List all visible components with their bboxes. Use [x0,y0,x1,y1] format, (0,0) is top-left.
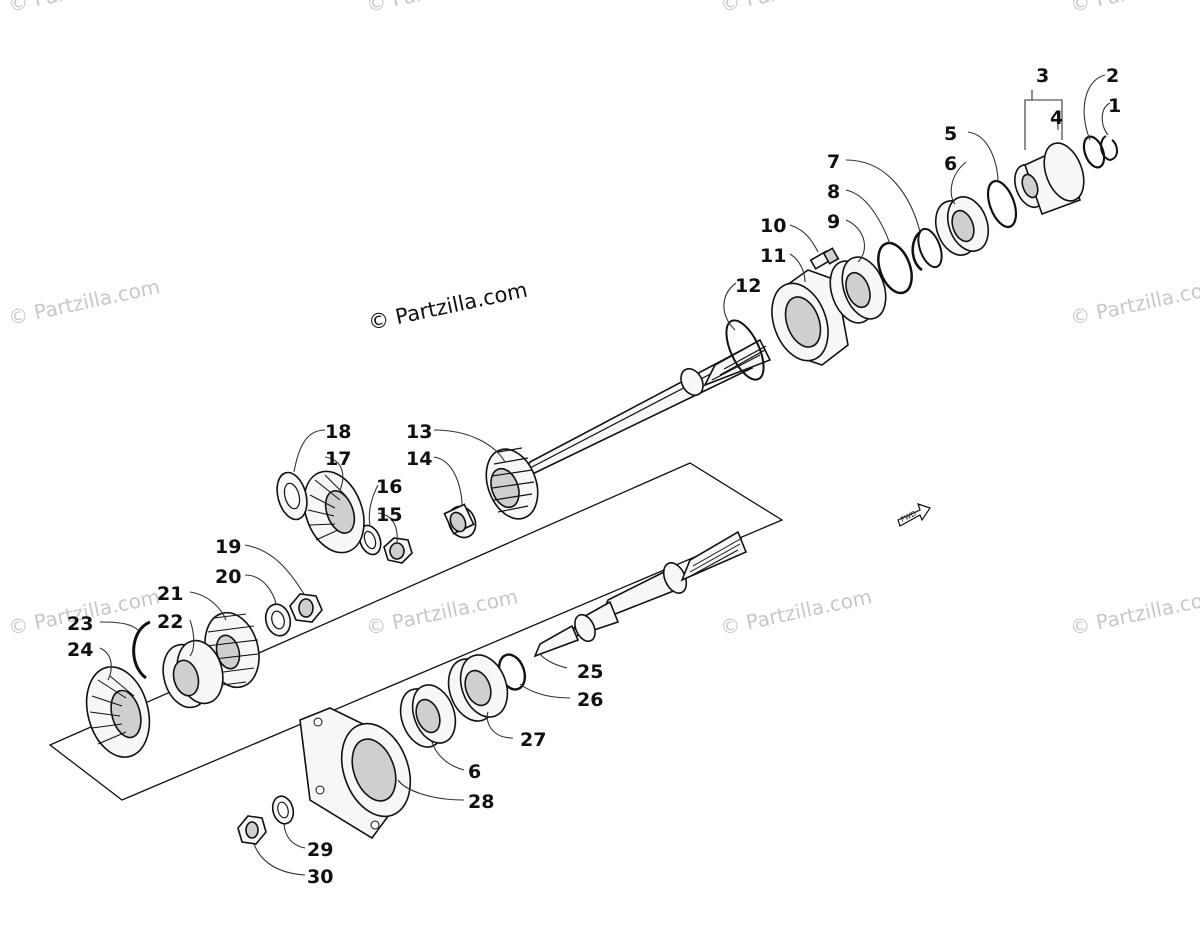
bevel-gear-24 [85,666,151,758]
watermark: © Partzilla.com [6,0,162,17]
faint-watermarks: © Partzilla.com © Partzilla.com © Partzi… [6,0,1200,640]
callout-17: 17 [325,448,351,470]
leader-lines [99,74,1111,876]
callout-14: 14 [406,448,432,470]
seal-6 [934,196,990,256]
washer-18 [276,471,308,521]
lower-shaft [533,530,748,658]
callout-4: 4 [1050,107,1063,129]
seal-6-lower [399,684,457,748]
callout-28: 28 [468,791,494,813]
snap-ring-7 [911,230,923,272]
callout-11: 11 [760,245,786,267]
callout-24: 24 [67,639,93,661]
callout-29: 29 [307,839,333,861]
watermark: © Partzilla.com [1068,584,1200,640]
bearing-9 [829,256,887,324]
callout-23: 23 [67,613,93,635]
main-watermark: © Partzilla.com [366,278,530,335]
callout-12: 12 [735,275,761,297]
cap-4 [1014,142,1085,216]
callout-7: 7 [827,151,840,173]
callout-13: 13 [406,421,432,443]
callout-2: 2 [1106,65,1119,87]
snap-ring-23 [132,620,151,680]
ring-8 [877,241,913,295]
housing-28 [299,707,412,840]
callout-9: 9 [827,211,840,233]
watermark: © Partzilla.com [718,0,874,17]
watermark: © Partzilla.com [364,0,520,17]
ring-2 [1082,135,1106,169]
bolt-10 [809,247,840,270]
bearing-22 [162,639,224,709]
callout-1: 1 [1108,95,1121,117]
watermark: © Partzilla.com [364,584,520,640]
callout-22: 22 [157,611,183,633]
callout-26: 26 [577,689,603,711]
o-ring-5 [986,179,1018,229]
callout-10: 10 [760,215,786,237]
callout-3: 3 [1036,65,1049,87]
callout-19: 19 [215,536,241,558]
watermark: © Partzilla.com [1068,274,1200,330]
callout-5: 5 [944,123,957,145]
bevel-gear-17 [303,470,365,554]
callout-6-lower: 6 [468,761,481,783]
nut-19 [289,593,323,623]
callout-18: 18 [325,421,351,443]
nut-15 [383,537,413,564]
fwd-arrow-icon: FWD [897,503,931,527]
callout-30: 30 [307,866,333,888]
callout-20: 20 [215,566,241,588]
subassembly-outline [48,462,784,801]
watermark: © Partzilla.com [6,274,162,330]
callout-8: 8 [827,181,840,203]
callout-21: 21 [157,583,183,605]
callout-numbers: 1 2 3 4 5 6 7 8 9 10 11 12 13 14 16 15 1… [67,65,1121,888]
bearing-27 [447,654,509,722]
callout-16: 16 [376,476,402,498]
watermark: © Partzilla.com [718,584,874,640]
washer-16 [358,524,382,556]
o-ring-12 [725,319,765,381]
callout-15: 15 [376,504,402,526]
callout-27: 27 [520,729,546,751]
needle-bearing-14 [443,503,477,539]
washer-20 [264,603,292,637]
callout-25: 25 [577,661,603,683]
clip-1 [1100,135,1118,162]
nut-30 [237,815,267,845]
callout-6: 6 [944,153,957,175]
upper-shaft [485,338,772,520]
washer-29 [271,795,295,825]
watermark: © Partzilla.com [1068,0,1200,17]
